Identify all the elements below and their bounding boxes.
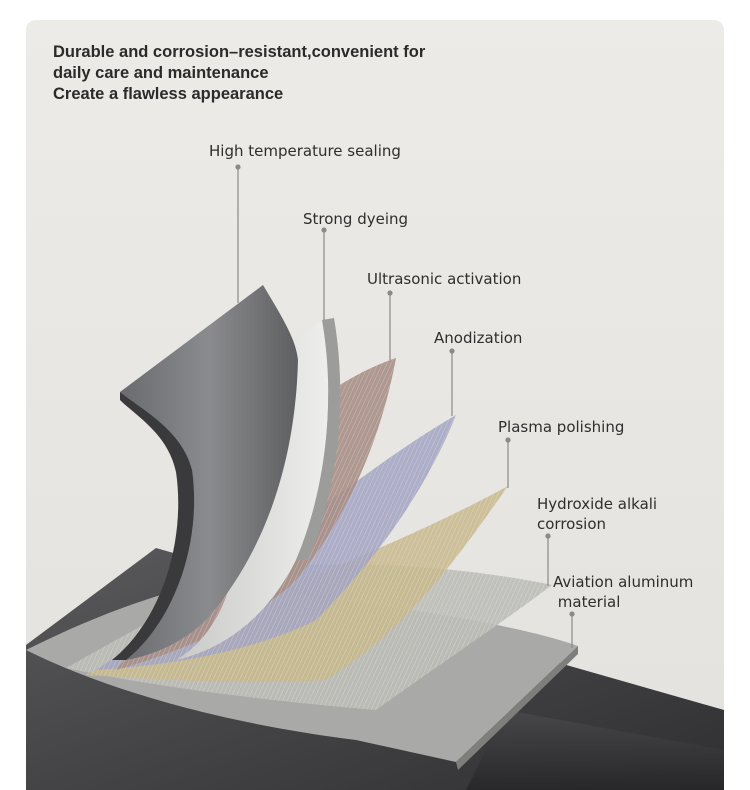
headline: Durable and corrosion–resistant,convenie…: [53, 42, 425, 105]
label-ultrasonic-activation: Ultrasonic activation: [367, 270, 522, 288]
headline-line-1: Durable and corrosion–resistant,convenie…: [53, 43, 426, 61]
product-feature-card: Durable and corrosion–resistant,convenie…: [26, 20, 724, 790]
headline-line-3: Create a flawless appearance: [53, 85, 284, 103]
label-anodization: Anodization: [434, 329, 523, 347]
headline-line-2: daily care and maintenance: [53, 64, 269, 82]
layer-illustration: [26, 164, 724, 790]
leader-lines: [235, 164, 575, 648]
label-aviation-aluminum-material: Aviation aluminum material: [553, 573, 694, 611]
label-strong-dyeing: Strong dyeing: [303, 210, 409, 228]
base-block-front: [466, 710, 724, 790]
label-hydroxide-alkali-corrosion: Hydroxide alkali corrosion: [537, 495, 658, 533]
label-high-temperature-sealing: High temperature sealing: [209, 142, 401, 160]
layer-sheet-sealing: [120, 285, 298, 660]
label-plasma-polishing: Plasma polishing: [498, 418, 625, 436]
